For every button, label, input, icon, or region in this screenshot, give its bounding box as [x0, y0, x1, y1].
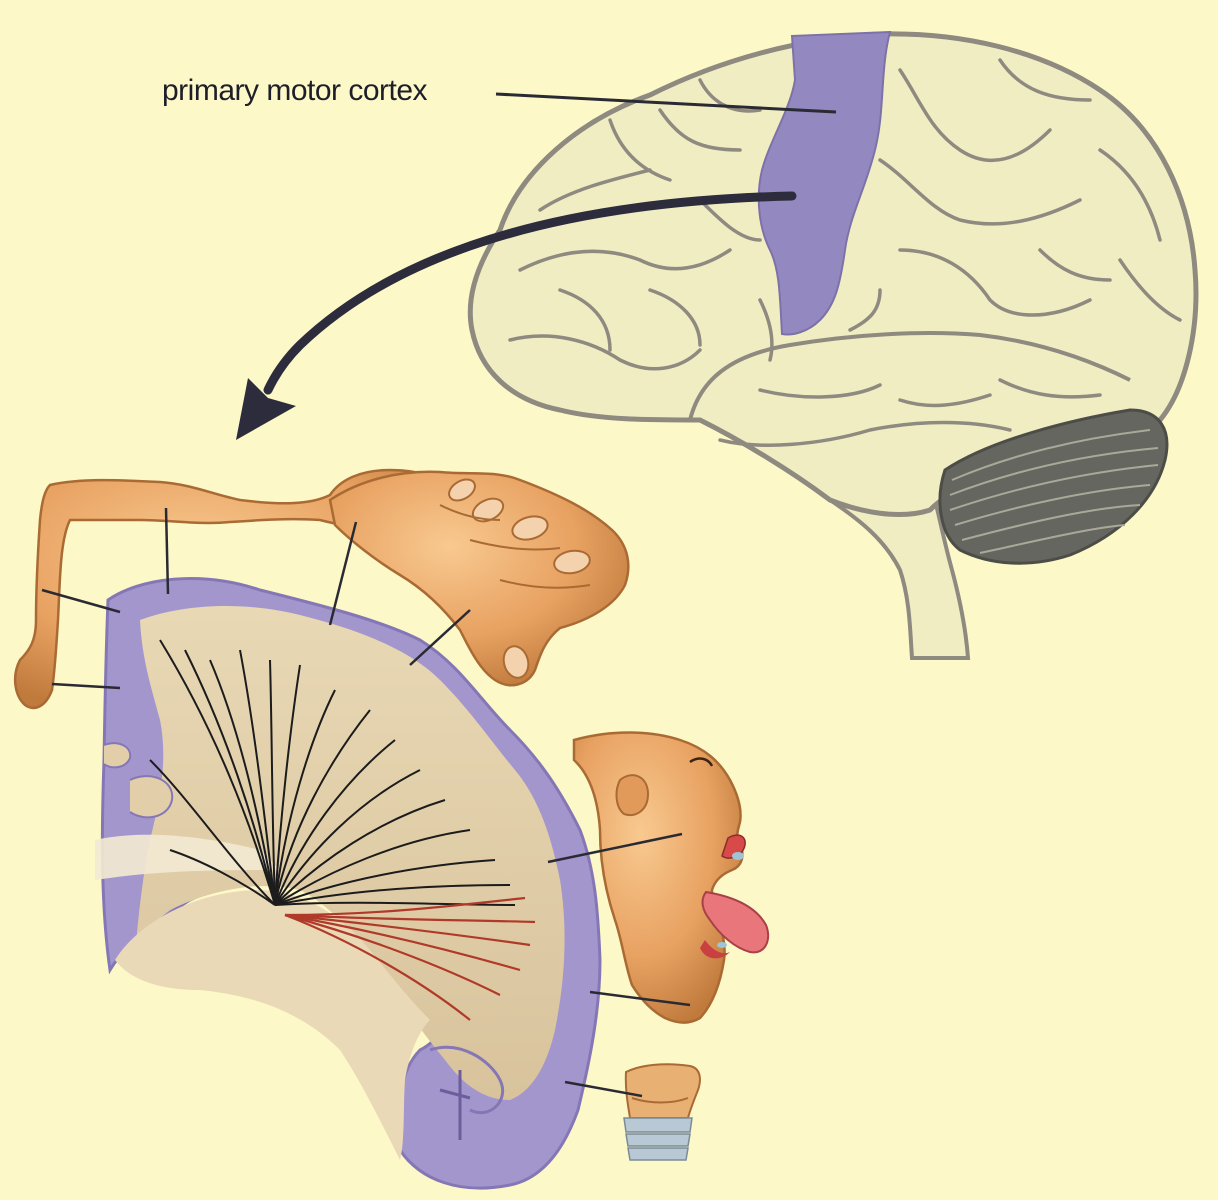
gyri-lines — [508, 58, 1182, 447]
primary-motor-cortex-region — [757, 30, 892, 336]
corticobulbar-fibers — [284, 896, 536, 1021]
arm-and-hand — [13, 468, 630, 710]
brain-lateral-view — [467, 30, 1199, 660]
motor-cortex-leader-line — [495, 92, 837, 114]
lower-tissue-lobe — [115, 890, 430, 1160]
brainstem — [823, 498, 971, 660]
ear — [615, 774, 650, 816]
lower-lip — [700, 940, 730, 959]
cerebellum — [938, 408, 1169, 565]
face-leader-lines — [547, 832, 691, 1007]
primary-motor-cortex-label: primary motor cortex — [162, 74, 428, 107]
arm-leader-lines — [41, 507, 471, 690]
fingernails — [448, 478, 591, 679]
lateral-sulcus — [688, 331, 1131, 421]
teeth-lower — [717, 942, 727, 948]
teeth-upper — [732, 852, 744, 860]
larynx-leader-line — [564, 1080, 643, 1098]
white-matter-tissue — [135, 605, 565, 1100]
eye — [689, 757, 714, 767]
motor-cortex-coronal-section — [95, 577, 602, 1190]
hand — [328, 470, 630, 687]
corticospinal-fibers — [149, 639, 516, 906]
finger-creases — [439, 504, 591, 589]
curved-arrow — [236, 191, 797, 440]
arrow-head — [236, 378, 296, 440]
tongue — [701, 890, 770, 954]
larynx — [564, 1063, 701, 1161]
face — [547, 731, 770, 1024]
